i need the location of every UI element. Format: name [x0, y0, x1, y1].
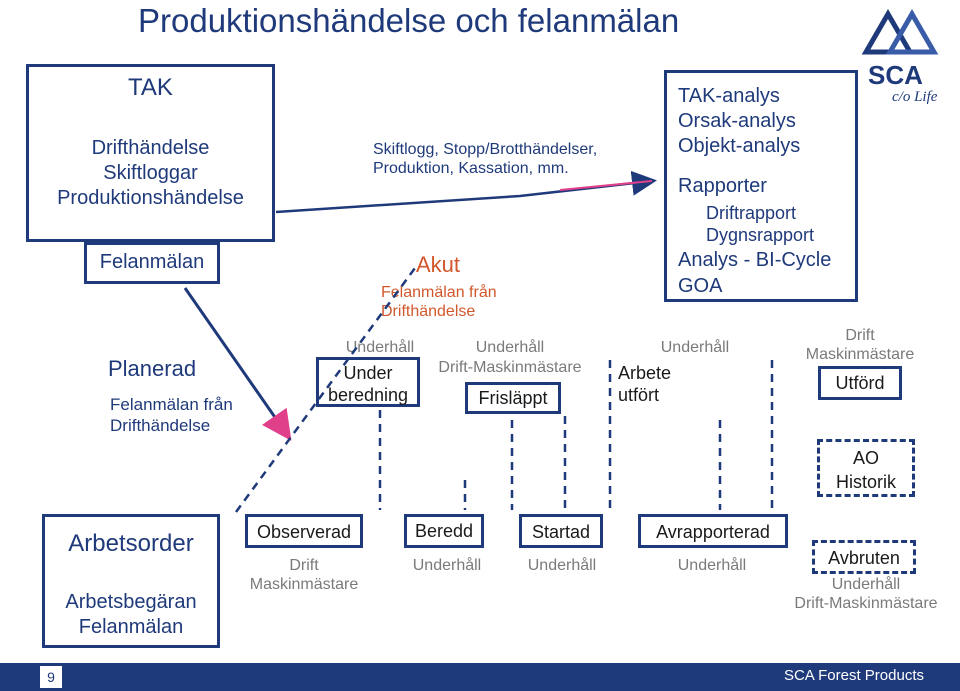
arbetsorder-lines: Arbetsbegäran Felanmälan	[42, 590, 220, 640]
status-startad-label: Startad	[531, 522, 591, 542]
felanmalan-label: Felanmälan	[99, 251, 205, 273]
analysis-box	[664, 70, 858, 302]
arbetsorder-line: Arbetsbegäran	[65, 591, 197, 613]
status-observerad-role-line: Drift	[289, 557, 319, 574]
status-startad-role: Underhåll	[527, 557, 597, 574]
footer-bar	[0, 663, 960, 691]
reports-heading: Rapporter	[678, 175, 767, 197]
akut-line: Drifthändelse	[381, 303, 476, 320]
goa-label: GOA	[678, 275, 723, 297]
arbetsorder-box	[42, 514, 220, 648]
page-title: Produktionshändelse och felanmälan	[138, 2, 680, 39]
frislappt-label: Frisläppt	[478, 388, 548, 408]
status-avbruten-role-line: Underhåll	[831, 576, 901, 593]
tak-line: Drifthändelse	[91, 137, 210, 159]
planerad-lines: Felanmälan från Drifthändelse	[110, 394, 233, 436]
shift-note: Skiftlogg, Stopp/Brotthändelser, Produkt…	[373, 140, 597, 178]
arbetsorder-line: Felanmälan	[78, 616, 184, 638]
analys-label: Analys - BI-Cycle	[678, 249, 832, 271]
status-observerad-role: Drift Maskinmästare	[240, 556, 368, 594]
status-avbruten-box	[812, 540, 916, 574]
utford-label: Utförd	[835, 373, 885, 393]
tak-to-analysis-arrow-pink	[559, 180, 653, 191]
under-beredning-line: Under	[343, 363, 393, 383]
reports-list: Driftrapport Dygnsrapport	[706, 202, 814, 246]
status-avrapporterad-box	[638, 514, 788, 548]
status-avbruten-role: Underhåll Drift-Maskinmästare	[780, 575, 952, 613]
under-beredning-line: beredning	[327, 385, 409, 405]
shift-note-line: Skiftlogg, Stopp/Brotthändelser,	[373, 141, 598, 158]
ao-historik-label: AO Historik	[817, 446, 915, 494]
status-observerad-role-line: Maskinmästare	[249, 576, 359, 593]
status-beredd-label: Beredd	[414, 521, 474, 541]
sca-logo-icon: SCA c/o Life	[861, 9, 939, 105]
planerad-line: Drifthändelse	[110, 416, 211, 435]
arbete-utfort-role: Underhåll	[660, 339, 730, 356]
analysis-line: Orsak-analys	[678, 110, 796, 132]
arbete-utfort-label: Arbete utfört	[618, 362, 671, 406]
tak-to-analysis-arrow	[275, 170, 657, 214]
utford-role: Drift Maskinmästare	[790, 326, 930, 364]
status-avbruten-label: Avbruten	[828, 548, 900, 568]
frislappt-role: Underhåll	[475, 339, 545, 356]
tak-lines: Drifthändelse Skiftloggar Produktionshän…	[26, 136, 275, 211]
analysis-lines: TAK-analys Orsak-analys Objekt-analys	[678, 84, 800, 159]
utford-role-line: Drift	[845, 327, 875, 344]
status-beredd-role: Underhåll	[412, 557, 482, 574]
analysis-line: Objekt-analys	[678, 135, 801, 157]
sca-logo-tagline: c/o Life	[892, 89, 938, 104]
utford-box	[818, 366, 902, 400]
arbete-utfort-line: Arbete	[618, 363, 672, 383]
status-avrapporterad-role: Underhåll	[677, 557, 747, 574]
status-beredd-box	[404, 514, 484, 548]
status-startad-box	[519, 514, 603, 548]
status-observerad-label: Observerad	[256, 522, 352, 542]
tak-heading: TAK	[128, 74, 173, 101]
akut-lines: Felanmälan från Drifthändelse	[381, 283, 497, 321]
ao-historik-line: AO	[852, 448, 879, 468]
analysis-line: TAK-analys	[678, 85, 780, 107]
tak-box	[26, 64, 275, 242]
tak-line: Skiftloggar	[103, 162, 198, 184]
report-item: Driftrapport	[706, 203, 797, 223]
tak-line: Produktionshändelse	[57, 187, 244, 209]
status-avrapporterad-label: Avrapporterad	[656, 522, 770, 542]
report-item: Dygnsrapport	[706, 225, 815, 245]
frislappt-role2: Drift-Maskinmästare	[438, 359, 582, 376]
sca-logo: SCA c/o Life	[858, 6, 950, 105]
ao-historik-box	[817, 439, 915, 497]
footer-org: SCA Forest Products	[783, 667, 924, 684]
status-avbruten-role-line: Drift-Maskinmästare	[794, 595, 938, 612]
felanmalan-box	[84, 242, 220, 284]
planerad-line: Felanmälan från	[110, 395, 233, 414]
frislappt-box	[465, 382, 561, 414]
akut-heading: Akut	[415, 252, 461, 277]
arbetsorder-heading: Arbetsorder	[68, 530, 194, 557]
arbete-utfort-line: utfört	[618, 385, 660, 405]
ao-historik-line: Historik	[835, 472, 896, 492]
shift-note-line: Produktion, Kassation, mm.	[373, 160, 569, 177]
akut-line: Felanmälan från	[381, 284, 497, 301]
footer-page-number: 9	[40, 666, 62, 688]
planerad-heading: Planerad	[108, 356, 197, 381]
under-beredning-label: Under beredning	[316, 362, 420, 406]
status-observerad-box	[245, 514, 363, 548]
under-beredning-role: Underhåll	[345, 339, 415, 356]
sca-logo-brand: SCA	[868, 60, 923, 90]
utford-role-line: Maskinmästare	[805, 346, 915, 363]
